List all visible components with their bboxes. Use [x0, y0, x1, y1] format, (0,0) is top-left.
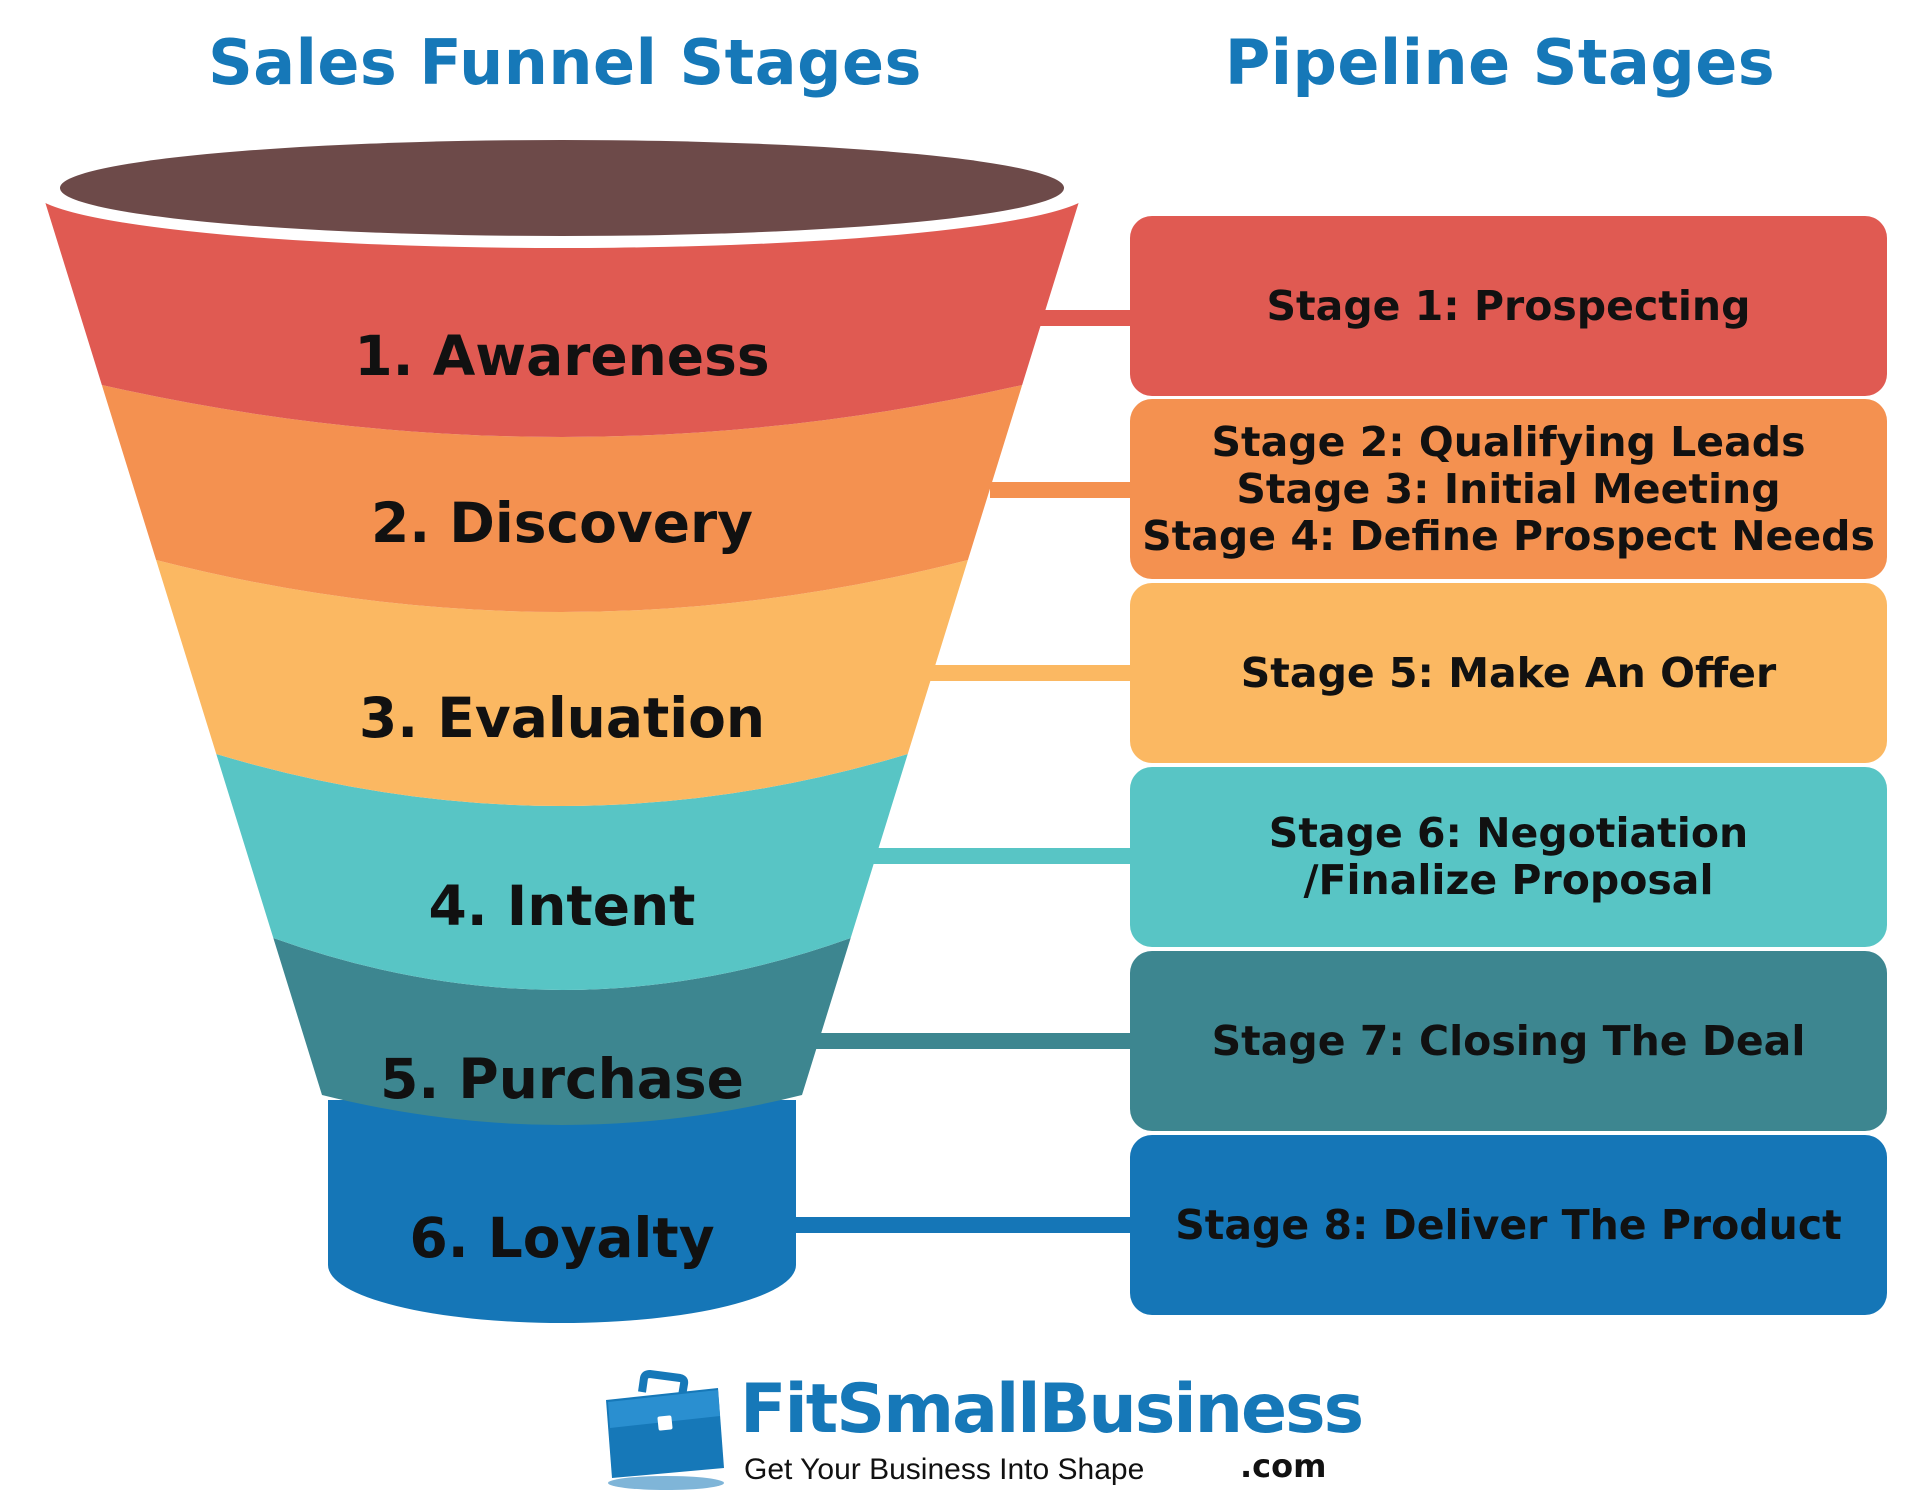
brand-tld: .com [1240, 1447, 1327, 1485]
funnel-band-4 [216, 754, 908, 990]
brand-logo: FitSmallBusiness Get Your Business Into … [600, 1370, 1364, 1495]
funnel-band-5 [273, 938, 851, 1125]
pipeline-stage-box-6: Stage 8: Deliver The Product [1130, 1135, 1887, 1315]
funnel: 1. Awareness 2. Discovery 3. Evaluation 4. … [32, 132, 1092, 1323]
connector-line-2 [990, 482, 1135, 498]
connector-lines [795, 310, 1135, 1233]
connector-line-1 [1040, 310, 1135, 326]
funnel-label-6: 6. Loyalty [409, 1206, 714, 1270]
pipeline-stage-text: Stage 6: Negotiation [1268, 809, 1749, 857]
funnel-band-1 [42, 192, 1082, 437]
pipeline-stage-box-3: Stage 5: Make An Offer [1130, 583, 1887, 763]
funnel-band-2 [101, 385, 1023, 612]
connector-line-5 [810, 1033, 1135, 1049]
connector-line-3 [930, 665, 1135, 681]
pipeline-stage-box-5: Stage 7: Closing The Deal [1130, 951, 1887, 1131]
briefcase-icon [606, 1370, 724, 1490]
funnel-label-3: 3. Evaluation [359, 686, 765, 750]
pipeline-stage-text: Stage 2: Qualifying Leads [1211, 417, 1806, 466]
pipeline-stage-text: Stage 8: Deliver The Product [1175, 1200, 1842, 1249]
pipeline-stage-text: /Finalize Proposal [1303, 856, 1714, 904]
funnel-label-5: 5. Purchase [380, 1047, 744, 1111]
funnel-label-1: 1. Awareness [354, 324, 769, 388]
funnel-title: Sales Funnel Stages [208, 26, 922, 99]
pipeline-stage-text: Stage 5: Make An Offer [1240, 648, 1777, 697]
funnel-opening [60, 140, 1064, 236]
brand-name: FitSmallBusiness [740, 1370, 1364, 1449]
pipeline-stage-box-4: Stage 6: Negotiation/Finalize Proposal [1130, 767, 1887, 947]
funnel-label-4: 4. Intent [429, 874, 696, 938]
pipeline-stage-text: Stage 7: Closing The Deal [1211, 1016, 1806, 1065]
funnel-band-6 [328, 1100, 796, 1323]
pipeline-stage-text: Stage 3: Initial Meeting [1236, 464, 1781, 513]
pipeline-title: Pipeline Stages [1224, 26, 1776, 99]
pipeline-stage-text: Stage 4: Define Prospect Needs [1142, 511, 1875, 560]
pipeline-stage-box-1: Stage 1: Prospecting [1130, 216, 1887, 396]
funnel-label-2: 2. Discovery [371, 491, 753, 555]
pipeline-stage-text: Stage 1: Prospecting [1266, 281, 1751, 330]
connector-line-6 [795, 1217, 1135, 1233]
connector-line-4 [870, 848, 1135, 864]
brand-tagline: Get Your Business Into Shape [744, 1453, 1145, 1486]
funnel-band-3 [156, 560, 968, 806]
